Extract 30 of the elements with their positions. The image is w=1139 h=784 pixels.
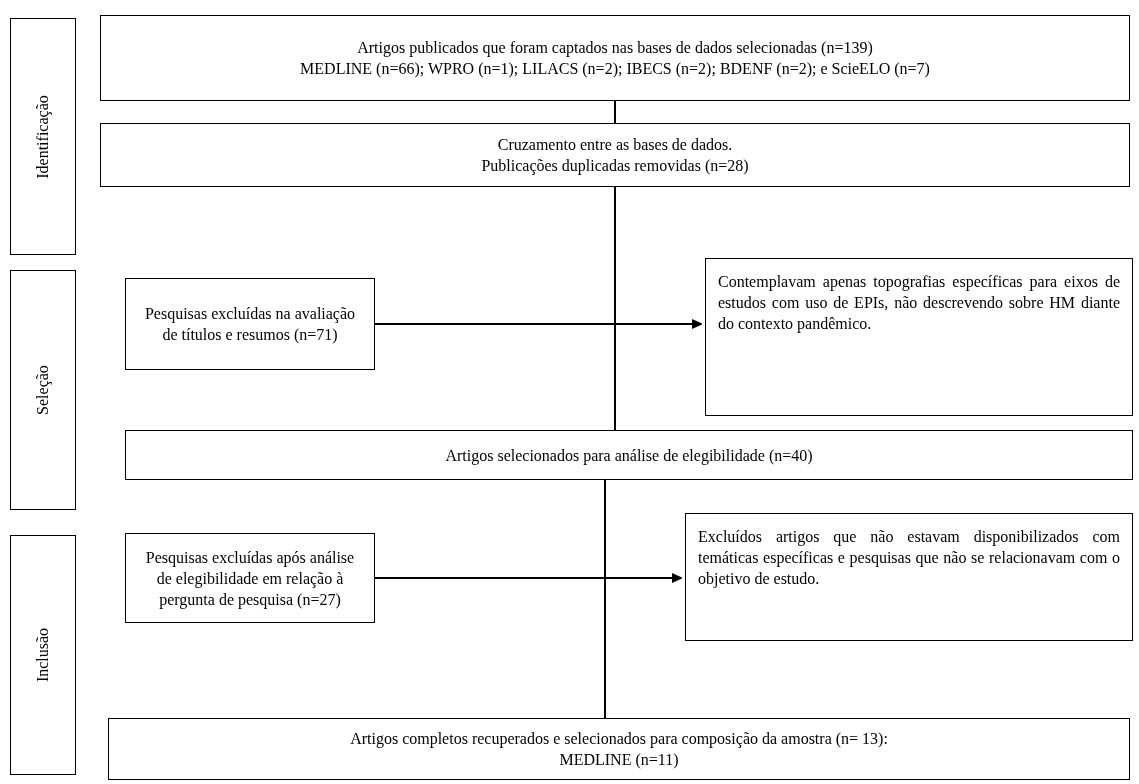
process-box [125, 430, 1133, 480]
phase-band [10, 535, 76, 775]
box-text: Artigos completos recuperados e selecionados para composição da amostra (n= 13): [350, 729, 888, 749]
phase-label: Inclusão [33, 627, 52, 683]
phase-band [10, 270, 76, 510]
box-text: Cruzamento entre as bases de dados. [497, 135, 733, 155]
arrow [374, 573, 683, 583]
process-box [125, 278, 375, 370]
process-box [108, 718, 1130, 780]
connector-line [614, 100, 616, 124]
box-text: Excluídos artigos que não estavam disponibilizados com temáticas específicas e pesquisas que não se relacionavam com o objetivo de estudo. [698, 527, 1120, 589]
box-text: Artigos publicados que foram captados nas bases de dados selecionadas (n=139) [357, 38, 873, 58]
box-text: Pesquisas excluídas na avaliação de títulos e resumos (n=71) [143, 304, 357, 345]
phase-label: Seleção [33, 365, 53, 415]
process-box [125, 533, 375, 623]
box-text: Contemplavam apenas topografias específicas para eixos de estudos com uso de EPIs, não descrevendo sobre HM diante do contexto pandêmico. [718, 272, 1120, 334]
box-text: MEDLINE (n=11) [559, 750, 679, 770]
process-box [705, 258, 1133, 416]
box-text: MEDLINE (n=66); WPRO (n=1); LILACS (n=2); IBECS (n=2); BDENF (n=2); e ScieELO (n=7) [300, 59, 930, 79]
connector-line [604, 479, 606, 719]
phase-label: Identificação [33, 94, 53, 179]
box-text: Publicações duplicadas removidas (n=28) [481, 156, 749, 176]
process-box [685, 513, 1133, 641]
process-box [100, 123, 1130, 187]
arrow [374, 319, 703, 329]
process-box [100, 15, 1130, 101]
box-text: Pesquisas excluídas após análise de elegibilidade em relação à pergunta de pesquisa (n=27) [144, 547, 356, 610]
box-text: Artigos selecionados para análise de elegibilidade (n=40) [445, 445, 813, 466]
connector-line [614, 186, 616, 431]
phase-band [10, 18, 76, 255]
